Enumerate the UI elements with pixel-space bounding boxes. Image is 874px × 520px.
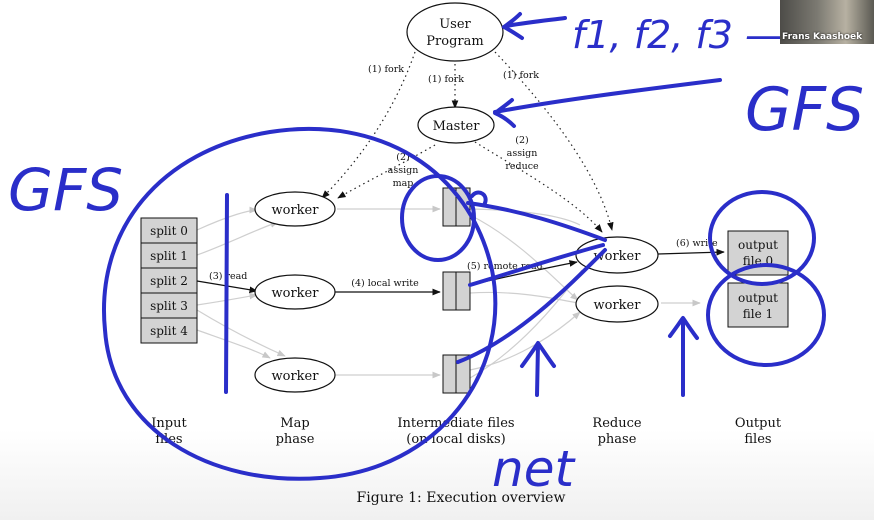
output-files-label-line2: files — [744, 432, 771, 447]
figure-caption: Figure 1: Execution overview — [357, 490, 566, 506]
fork-label-mid: (1) fork — [428, 74, 464, 85]
webcam-video — [780, 0, 874, 44]
up-arrow-icon — [520, 341, 556, 397]
split-label: split 0 — [150, 224, 188, 238]
map-worker-node — [254, 191, 336, 227]
assign-reduce-line1: (2) — [515, 135, 528, 146]
remote-read-label: (5) remote read — [467, 261, 543, 272]
intermediate-file-circle — [400, 174, 476, 262]
assign-map-line3: map — [393, 178, 414, 189]
split-box — [140, 292, 198, 319]
assign-map-line1: (2) — [396, 152, 409, 163]
fork-label-right: (1) fork — [503, 70, 539, 81]
local-write-label: (4) local write — [351, 278, 419, 289]
shuffle-line — [456, 248, 607, 364]
pointer-arrow-master — [493, 78, 722, 128]
split-label: split 2 — [150, 274, 188, 288]
shuffle-line — [468, 243, 605, 287]
small-loop-mark — [470, 190, 488, 207]
map-worker-label: worker — [272, 203, 320, 218]
stage-labels: Input files Map phase Intermediate files… — [151, 416, 782, 447]
user-program-node — [406, 2, 504, 62]
assign-reduce-line2: assign — [507, 148, 538, 159]
output-file-1-line1: output — [738, 291, 778, 305]
input-splits: split 0 split 1 split 2 split 3 split 4 — [140, 217, 198, 344]
split-box — [140, 242, 198, 269]
split-label: split 1 — [150, 249, 188, 263]
reduce-worker-label: worker — [594, 249, 642, 264]
input-map-circle — [102, 126, 498, 481]
pointer-arrow-user — [502, 12, 567, 40]
handwritten-text: GFS GFS f1, f2, f3 — net — [8, 13, 864, 498]
user-program-label-line1: User — [439, 17, 471, 32]
intermediate-files-label-line1: Intermediate files — [397, 416, 514, 431]
assign-reduce-line3: reduce — [505, 161, 539, 172]
gfs-left-annotation: GFS — [8, 156, 123, 224]
reduce-worker-label: worker — [594, 298, 642, 313]
map-worker-label: worker — [272, 286, 320, 301]
output-files-label-line1: Output — [735, 416, 782, 431]
webcam-thumbnail: Frans Kaashoek — [780, 0, 874, 44]
reduce-worker-node — [575, 285, 659, 323]
split-label: split 3 — [150, 299, 188, 313]
master-label: Master — [433, 119, 481, 134]
map-worker-label: worker — [272, 369, 320, 384]
output-file-1-circle — [706, 263, 826, 367]
pen-annotations — [102, 12, 826, 481]
functions-annotation: f1, f2, f3 — — [572, 13, 783, 57]
assign-reduce-label: (2) assign reduce — [505, 135, 539, 172]
split-label: split 4 — [150, 324, 188, 338]
up-arrow-icon — [668, 316, 699, 397]
dotted-control-lines — [321, 51, 614, 233]
reduce-phase-label-line2: phase — [598, 432, 637, 447]
assign-map-label: (2) assign map — [388, 152, 419, 189]
map-worker-node — [254, 357, 336, 393]
master-node — [417, 106, 495, 144]
assign-map-line2: assign — [388, 165, 419, 176]
map-phase-label-line2: phase — [276, 432, 315, 447]
net-annotation: net — [492, 440, 576, 498]
split-box — [140, 217, 198, 244]
reduce-phase-label-line1: Reduce — [592, 416, 641, 431]
output-file-0-line1: output — [738, 238, 778, 252]
gfs-right-annotation: GFS — [745, 75, 864, 145]
split-box — [140, 267, 198, 294]
output-file-0-circle — [708, 190, 816, 286]
input-files-label-line1: Input — [151, 416, 187, 431]
split-box — [140, 317, 198, 344]
map-phase-label-line1: Map — [280, 416, 309, 431]
presenter-name: Frans Kaashoek — [782, 32, 863, 42]
fork-label-left: (1) fork — [368, 64, 404, 75]
write-label: (6) write — [676, 238, 718, 249]
user-program-label-line2: Program — [426, 34, 483, 49]
shuffle-line — [466, 201, 607, 242]
map-phase-bar — [224, 193, 229, 394]
output-file-1-line2: file 1 — [743, 307, 773, 321]
